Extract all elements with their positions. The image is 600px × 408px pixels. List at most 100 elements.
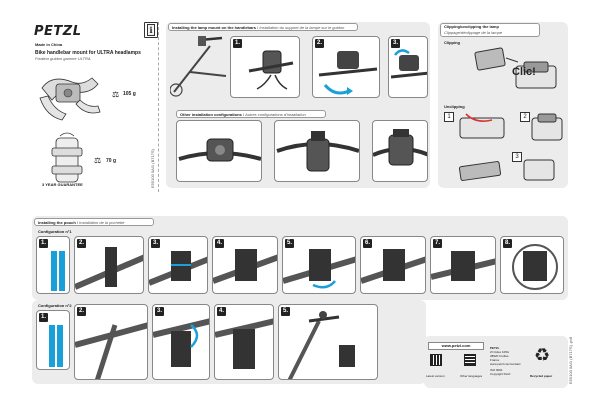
- config-card-1: [176, 120, 262, 182]
- pouch-step-illustration: [149, 251, 207, 286]
- pouch-step-4: 4.: [212, 236, 278, 294]
- footer-box: www.petzl.com Latest version Other langu…: [424, 336, 568, 388]
- unclip-illustration-3: [458, 159, 555, 181]
- address-line: ZI Cidex 105A: [490, 350, 510, 354]
- address-line: France: [490, 358, 500, 362]
- step-number: 1.: [39, 313, 48, 322]
- step-number: 1.: [39, 239, 48, 248]
- pouch2-step-5: 5.: [278, 304, 378, 380]
- config-card-3: [372, 120, 428, 182]
- clic-text: Clic!: [512, 66, 536, 78]
- step-number: 8.: [503, 239, 512, 248]
- pouch-step-illustration: [431, 251, 495, 281]
- config2-label: Configuration n°2: [38, 303, 72, 308]
- unclip-illustration-1: [459, 113, 505, 139]
- address-line: PETZL: [490, 346, 500, 350]
- config-illustration: [373, 129, 427, 166]
- product-title: Bike handlebar mount for ULTRA headlamps: [35, 50, 141, 56]
- pouch-step-6: 6.: [360, 236, 426, 294]
- address-line: 38920 Crolles: [490, 354, 509, 358]
- pouch-step-illustration: [153, 318, 209, 367]
- step-number: 5.: [281, 307, 290, 316]
- lamp-mount-header: Installing the lamp mount on the handleb…: [168, 23, 358, 31]
- pouch-step-illustration: [361, 249, 425, 284]
- clipping-label: Clipping: [444, 40, 460, 45]
- step-number: 2.: [77, 239, 86, 248]
- step-card-1: 1.: [230, 36, 300, 98]
- mount-weight: 105 g: [123, 91, 136, 97]
- unclip-step-1: 1: [444, 112, 454, 122]
- cover-panel: PETZL Made in China Bike handlebar mount…: [32, 22, 150, 192]
- mount-step-illustration: [318, 51, 378, 95]
- step-card-3: 3.: [388, 36, 428, 98]
- clipping-illustration: [474, 47, 557, 89]
- step-number: 3.: [155, 307, 164, 316]
- mount-step-illustration: [391, 49, 427, 79]
- pouch-strap: [51, 251, 57, 291]
- step-number: 5.: [285, 239, 294, 248]
- pouch-step-5: 5.: [282, 236, 356, 294]
- url-box[interactable]: www.petzl.com: [428, 342, 484, 350]
- unclip-step-3: 3: [512, 152, 522, 162]
- footer-doc-code: E55100 0A/1 (B717S) .pdf: [568, 337, 573, 384]
- unclipping-label: Unclipping: [444, 104, 465, 109]
- step-card-2: 2.: [312, 36, 380, 98]
- pouch2-step-3: 3.: [152, 304, 210, 380]
- pouch-illustration: [51, 132, 83, 183]
- product-subtitle: Fixation guidon gamme ULTRA: [35, 56, 91, 61]
- step-number: 4.: [215, 239, 224, 248]
- pouch-step-illustration: [287, 311, 355, 379]
- pouch-step-illustration: [75, 322, 147, 379]
- address-line: www.petzl.com/contact: [490, 362, 521, 366]
- config1-label: Configuration n°1: [38, 229, 72, 234]
- mount-step-illustration: [248, 50, 294, 90]
- petzl-logo: PETZL: [34, 24, 82, 39]
- step-number: 3.: [391, 39, 400, 48]
- pouch2-step-1: 1.: [36, 310, 70, 370]
- mount-illustration: [39, 77, 101, 121]
- other-config-header: Other installation configurations / Autr…: [176, 110, 326, 118]
- step-number: 3.: [151, 239, 160, 248]
- pouch-step-8: 8.: [500, 236, 564, 294]
- pouch-step-illustration: [215, 318, 273, 369]
- qr-code-languages: [464, 354, 476, 366]
- step-number: 6.: [363, 239, 372, 248]
- pouch-step-illustration: [283, 249, 355, 289]
- bike-front-illustration: [170, 36, 227, 97]
- pouch-step-illustration: [213, 249, 277, 284]
- step-number: 1.: [233, 39, 242, 48]
- pouch-weight: 70 g: [106, 158, 117, 164]
- iso-text: ISO 9001: [490, 368, 503, 372]
- guarantee-text: 3 YEAR GUARANTEE: [42, 182, 83, 187]
- recycled-paper-label: Recycled paper: [530, 374, 553, 378]
- pouch-step-2: 2.: [74, 236, 144, 294]
- pouch-step-illustration: [512, 244, 558, 290]
- weight-icon: ⚖: [94, 156, 102, 165]
- address-block: PETZL ZI Cidex 105A 38920 Crolles France…: [490, 346, 530, 376]
- step-number: 4.: [217, 307, 226, 316]
- recycle-icon: ♻: [534, 345, 551, 365]
- pouch-strap: [49, 325, 55, 367]
- pouch-step-1: 1.: [36, 236, 70, 294]
- pouch-strap: [59, 251, 65, 291]
- pouch2-step-4: 4.: [214, 304, 274, 380]
- config-illustration: [178, 138, 261, 162]
- unclip-illustration-2: [531, 113, 563, 141]
- pouch-step-7: 7.: [430, 236, 496, 294]
- copyright-text: Copyright Petzl: [490, 372, 511, 376]
- config-illustration: [276, 131, 359, 172]
- weight-icon: ⚖: [112, 90, 120, 99]
- pouch2-step-2: 2.: [74, 304, 148, 380]
- step-number: 7.: [433, 239, 442, 248]
- qr-code-latest: [430, 354, 442, 366]
- pouch-step-illustration: [75, 247, 143, 290]
- cover-doc-code: E55100 0A/1 (B717S): [150, 149, 155, 188]
- latest-version-label: Latest version: [426, 374, 445, 378]
- other-languages-label: Other languages: [460, 374, 483, 378]
- step-number: 2.: [315, 39, 324, 48]
- config-card-2: [274, 120, 360, 182]
- fold-line: [158, 22, 159, 192]
- pouch-step-3: 3.: [148, 236, 208, 294]
- pouch-header: Installing the pouch / Installation de l…: [34, 218, 154, 226]
